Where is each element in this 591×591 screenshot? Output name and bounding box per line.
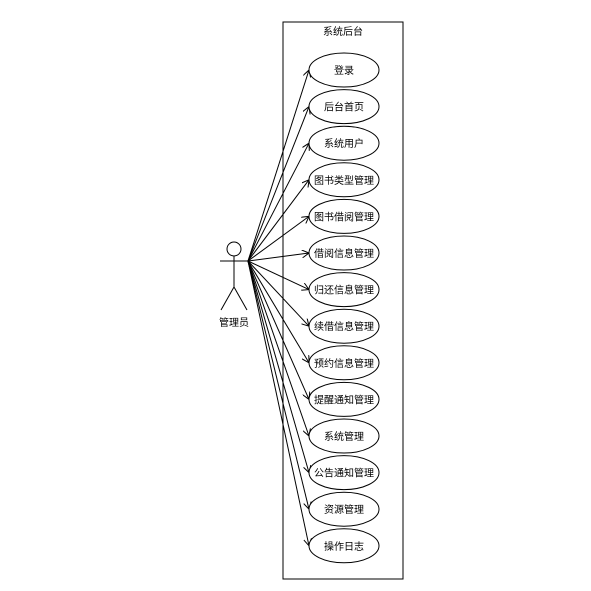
use-case-ellipse bbox=[308, 235, 380, 271]
use-case-ellipse bbox=[308, 52, 380, 88]
actor-label: 管理员 bbox=[219, 316, 249, 329]
actor-head bbox=[226, 241, 242, 257]
use-case-ellipse bbox=[308, 528, 380, 564]
use-case-label: 系统用户 bbox=[324, 137, 364, 150]
association-line bbox=[247, 260, 309, 473]
use-case: 预约信息管理 bbox=[308, 345, 380, 381]
use-case-label: 操作日志 bbox=[324, 540, 364, 553]
use-case-label: 借阅信息管理 bbox=[314, 247, 374, 260]
use-case: 借阅信息管理 bbox=[308, 235, 380, 271]
association-line bbox=[247, 260, 309, 326]
use-case: 公告通知管理 bbox=[308, 455, 380, 491]
use-case: 资源管理 bbox=[308, 491, 380, 527]
association-line bbox=[247, 260, 309, 546]
use-case: 登录 bbox=[308, 52, 380, 88]
system-boundary bbox=[282, 21, 404, 580]
use-case: 系统用户 bbox=[308, 125, 380, 161]
use-case-label: 预约信息管理 bbox=[314, 357, 374, 370]
system-boundary-title: 系统后台 bbox=[323, 25, 363, 38]
use-case-label: 登录 bbox=[334, 64, 354, 77]
association-line bbox=[247, 70, 309, 262]
use-case: 后台首页 bbox=[308, 89, 380, 125]
association-line bbox=[247, 180, 309, 262]
use-case: 图书类型管理 bbox=[308, 162, 380, 198]
use-case-ellipse bbox=[308, 491, 380, 527]
association-line bbox=[247, 260, 309, 363]
association-line bbox=[247, 253, 309, 262]
use-case-ellipse bbox=[308, 345, 380, 381]
use-case-label: 提醒通知管理 bbox=[314, 393, 374, 406]
use-case-label: 资源管理 bbox=[324, 503, 364, 516]
actor-administrator: 管理员 bbox=[219, 241, 249, 329]
actor-right-leg bbox=[233, 286, 248, 311]
use-case-ellipse bbox=[308, 308, 380, 344]
association-line bbox=[247, 216, 309, 262]
use-case-group: 登录后台首页系统用户图书类型管理图书借阅管理借阅信息管理归还信息管理续借信息管理… bbox=[308, 52, 380, 564]
association-line bbox=[247, 260, 309, 399]
use-case: 系统管理 bbox=[308, 418, 380, 454]
use-case-label: 公告通知管理 bbox=[314, 467, 374, 480]
use-case-ellipse bbox=[308, 418, 380, 454]
use-case: 归还信息管理 bbox=[308, 272, 380, 308]
use-case-ellipse bbox=[308, 198, 380, 234]
association-line bbox=[247, 143, 309, 262]
association-lines bbox=[247, 70, 309, 546]
use-case: 图书借阅管理 bbox=[308, 198, 380, 234]
use-case-label: 图书类型管理 bbox=[314, 174, 374, 187]
use-case-ellipse bbox=[308, 455, 380, 491]
use-case-label: 系统管理 bbox=[324, 430, 364, 443]
use-case: 续借信息管理 bbox=[308, 308, 380, 344]
association-line bbox=[247, 260, 309, 290]
use-case-label: 归还信息管理 bbox=[314, 284, 374, 297]
association-line bbox=[247, 107, 309, 262]
use-case-ellipse bbox=[308, 89, 380, 125]
association-line bbox=[247, 260, 309, 509]
use-case-ellipse bbox=[308, 162, 380, 198]
actor-left-leg bbox=[220, 286, 235, 311]
use-case-ellipse bbox=[308, 272, 380, 308]
use-case-ellipse bbox=[308, 381, 380, 417]
use-case-label: 续借信息管理 bbox=[314, 320, 374, 333]
association-line bbox=[247, 260, 309, 436]
use-case-label: 后台首页 bbox=[324, 101, 364, 114]
use-case-label: 图书借阅管理 bbox=[314, 210, 374, 223]
use-case: 提醒通知管理 bbox=[308, 381, 380, 417]
use-case: 操作日志 bbox=[308, 528, 380, 564]
use-case-ellipse bbox=[308, 125, 380, 161]
